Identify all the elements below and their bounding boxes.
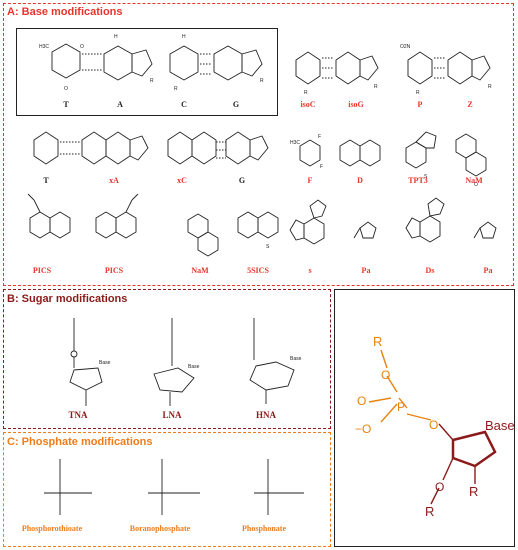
base-label-NaM-2: NaM — [191, 266, 209, 275]
svg-text:R: R — [304, 90, 308, 96]
svg-text:S: S — [424, 174, 428, 180]
sugar-structures: Base Base Base — [69, 318, 302, 406]
nucleotide-r-top: R — [373, 334, 383, 349]
svg-text:H: H — [114, 34, 118, 40]
svg-text:R: R — [150, 78, 154, 84]
base-label-Pa-2: Pa — [483, 266, 493, 275]
svg-text:O2N: O2N — [400, 44, 411, 50]
base-label-Pa-1: Pa — [361, 266, 371, 275]
nucleotide-o-top: O — [381, 368, 391, 382]
base-label-isoC: isoC — [300, 100, 316, 109]
sugar-label-HNA: HNA — [256, 410, 276, 420]
panel-nucleotide-overview: R O O P −O O Base O R R — [334, 289, 515, 547]
panel-c-title: C: Phosphate modifications — [7, 436, 153, 448]
nucleotide-minus-o: −O — [355, 422, 372, 436]
svg-text:Base: Base — [99, 360, 111, 366]
base-label-G: G — [232, 100, 240, 109]
base-label-xC: xC — [177, 176, 187, 185]
base-label-T2: T — [43, 176, 49, 185]
sugar-label-LNA: LNA — [162, 410, 182, 420]
svg-text:H3C: H3C — [39, 44, 49, 50]
nucleotide-p: P — [397, 400, 406, 414]
panel-a-title: A: Base modifications — [7, 6, 123, 18]
base-label-C: C — [181, 100, 187, 109]
base-label-s: s — [308, 266, 312, 275]
row2-structures: H3C F F S O — [33, 131, 487, 188]
svg-text:F: F — [320, 164, 323, 170]
base-label-isoG: isoG — [348, 100, 364, 109]
row1-structures: H3C O O H R H R R R R O2N R R — [39, 34, 492, 96]
svg-text:O: O — [80, 44, 84, 50]
nucleotide-base-label: Base — [485, 418, 515, 433]
nucleotide-o-bottom: O — [435, 480, 445, 494]
base-label-PICS-2: PICS — [104, 266, 124, 275]
svg-text:R: R — [260, 78, 264, 84]
phosphate-label-boranophosphate: Boranophosphate — [129, 524, 191, 533]
row3-structures: S — [27, 193, 497, 257]
svg-text:O: O — [474, 182, 478, 188]
nucleotide-r-right: R — [469, 484, 479, 499]
panel-phosphate-modifications: C: Phosphate modifications Phosphorothio… — [3, 432, 331, 547]
svg-text:R: R — [374, 84, 378, 90]
base-label-PICS-1: PICS — [32, 266, 52, 275]
svg-text:Base: Base — [290, 356, 302, 362]
svg-text:F: F — [318, 134, 321, 140]
phosphate-structures — [44, 459, 304, 515]
nucleotide-structure — [368, 349, 497, 505]
svg-text:R: R — [174, 86, 178, 92]
nucleotide-r-bottom: R — [425, 504, 435, 519]
base-label-xA: xA — [109, 176, 119, 185]
base-label-D: D — [357, 176, 363, 185]
svg-text:Base: Base — [188, 364, 200, 370]
svg-text:S: S — [266, 244, 270, 250]
nucleotide-o-double: O — [357, 394, 367, 408]
base-label-P: P — [417, 100, 423, 109]
phosphate-label-phosphorothioate: Phosphorothioate — [21, 524, 83, 533]
base-label-F: F — [307, 176, 313, 185]
sugar-label-TNA: TNA — [68, 410, 88, 420]
panel-b-title: B: Sugar modifications — [7, 293, 128, 305]
base-label-TPT3: TPT3 — [408, 176, 428, 185]
svg-text:H3C: H3C — [290, 140, 300, 146]
base-label-5SICS: 5SICS — [247, 266, 269, 275]
svg-text:H: H — [182, 34, 186, 40]
panel-base-modifications: A: Base modifications H3C O O H R H R R R R O… — [3, 3, 514, 286]
base-label-T: T — [63, 100, 69, 109]
svg-text:R: R — [488, 84, 492, 90]
base-label-Z: Z — [467, 100, 473, 109]
svg-text:R: R — [416, 90, 420, 96]
base-label-G2: G — [238, 176, 246, 185]
panel-sugar-modifications: B: Sugar modifications Base Base Base TN… — [3, 289, 331, 429]
base-label-Ds: Ds — [425, 266, 435, 275]
svg-text:O: O — [64, 86, 68, 92]
base-label-NaM: NaM — [465, 176, 483, 185]
base-label-A: A — [117, 100, 123, 109]
phosphate-label-phosphonate: Phosphonate — [241, 524, 287, 533]
natural-base-pairs-box — [16, 28, 278, 116]
nucleotide-o-right: O — [429, 418, 439, 432]
